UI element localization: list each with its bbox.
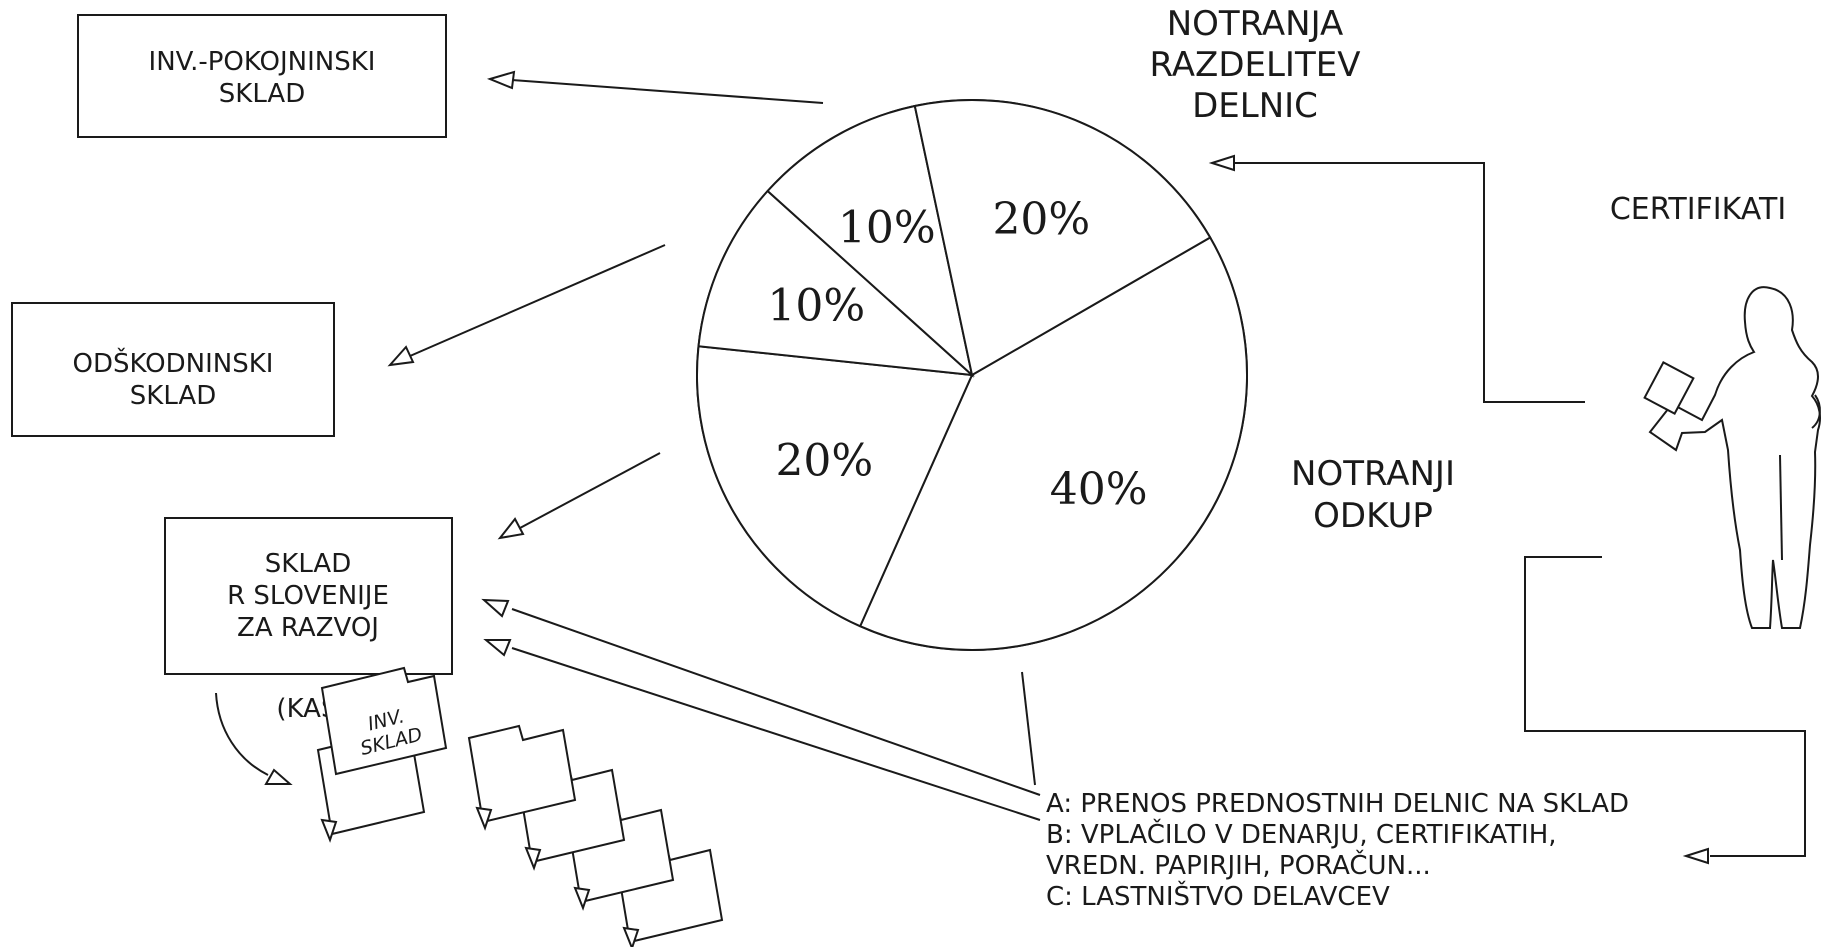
legend-item-c: C: LASTNIŠTVO DELAVCEV — [1046, 880, 1390, 912]
box-razvoj-line3: ZA RAZVOJ — [237, 613, 379, 643]
label-notranja-line1: NOTRANJA — [1167, 4, 1344, 44]
certifikati-arrow-top — [1212, 156, 1585, 402]
box-razvoj: SKLAD R SLOVENIJE ZA RAZVOJ — [165, 518, 452, 674]
label-notranja-line2: RAZDELITEV — [1150, 45, 1361, 85]
arrow-to-odskodninski — [390, 245, 665, 365]
pie-slice-label-2: 20% — [775, 435, 873, 486]
legend-item-a: A: PRENOS PREDNOSTNIH DELNIC NA SKLAD — [1046, 789, 1629, 819]
pie-slice-label-5: 20% — [992, 194, 1090, 245]
legend-item-b-cont: VREDN. PAPIRJIH, PORAČUN... — [1046, 849, 1431, 881]
label-notranja-line3: DELNIC — [1192, 86, 1318, 126]
label-notranja-razdelitev: NOTRANJA RAZDELITEV DELNIC — [1150, 4, 1361, 126]
box-pokojninski: INV.-POKOJNINSKI SKLAD — [78, 15, 446, 137]
folder-front: INV. SKLAD — [322, 668, 446, 774]
arrow-to-razvoj — [500, 453, 660, 538]
box-odskodninski-line2: SKLAD — [130, 381, 216, 411]
label-notranji-line1: NOTRANJI — [1291, 454, 1455, 494]
pie-chart: 40% 20% 10% 10% 20% — [697, 100, 1247, 650]
box-odskodninski: ODŠKODNINSKI SKLAD — [12, 303, 334, 436]
label-notranji-odkup: NOTRANJI ODKUP — [1291, 454, 1455, 536]
legend: A: PRENOS PREDNOSTNIH DELNIC NA SKLAD B:… — [1046, 789, 1629, 912]
box-razvoj-line1: SKLAD — [265, 549, 351, 579]
person-icon — [1645, 287, 1820, 628]
label-notranji-line2: ODKUP — [1313, 496, 1433, 536]
arrow-to-pokojninski — [490, 72, 823, 103]
legend-item-b: B: VPLAČILO V DENARJU, CERTIFIKATIH, — [1046, 818, 1557, 850]
box-razvoj-line2: R SLOVENIJE — [227, 581, 389, 611]
box-odskodninski-line1: ODŠKODNINSKI — [73, 347, 274, 379]
label-certifikati: CERTIFIKATI — [1610, 192, 1786, 227]
pie-slice-label-3: 10% — [767, 281, 865, 332]
box-pokojninski-line2: SKLAD — [219, 79, 305, 109]
pie-slice-label-1: 40% — [1050, 464, 1148, 515]
box-pokojninski-line1: INV.-POKOJNINSKI — [149, 47, 376, 77]
pie-slice-label-4: 10% — [838, 202, 936, 253]
